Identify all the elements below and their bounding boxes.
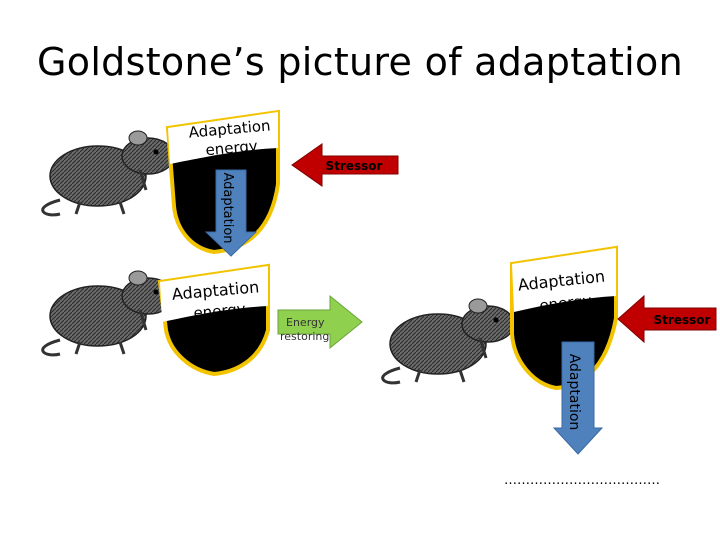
shield-label-bottom-left-line2: energy (193, 300, 247, 322)
stressor-arrow-top (291, 143, 399, 187)
blank-answer-line: ……………………………… (504, 473, 660, 488)
stressor-label-bottom-right: Stressor (654, 313, 711, 327)
adaptation-arrow-top-label: Adaptation (220, 172, 235, 243)
stressor-arrow-bottom-right (617, 294, 717, 344)
shield-label-top-line2: energy (205, 137, 259, 159)
adaptation-arrow-bottom-right-label: Adaptation (566, 354, 582, 431)
rat-image-top (41, 130, 185, 217)
energy-restoring-label-line1: Energy (286, 316, 325, 329)
energy-restoring-arrow (277, 294, 363, 350)
adaptation-arrow-top (204, 169, 258, 257)
energy-restoring-label-line2: restoring (280, 330, 329, 343)
adaptation-arrow-bottom-right (552, 341, 604, 455)
shield-label-bottom-right-line2: energy (539, 291, 593, 314)
page-title: Goldstone’s picture of adaptation (37, 40, 683, 84)
adaptation-energy-shield-bottom-left (157, 263, 270, 377)
stressor-label-top: Stressor (326, 159, 383, 173)
rat-image-bottom-right (381, 298, 525, 385)
